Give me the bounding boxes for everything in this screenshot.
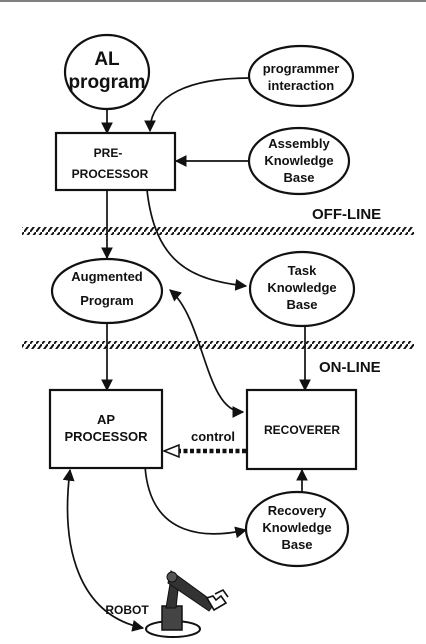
assembly-kb-line1: Assembly (268, 136, 330, 151)
node-recovery-kb: Recovery Knowledge Base (244, 490, 350, 568)
ap-processor-line2: PROCESSOR (64, 429, 148, 444)
robot-label: ROBOT (105, 603, 149, 617)
edge-recoverer-augmented (169, 289, 245, 418)
node-augmented-program: Augmented Program (50, 257, 164, 325)
robot-arm-illustration (145, 570, 229, 638)
node-preprocessor: PRE- PROCESSOR (54, 131, 177, 192)
al-program-line1: AL (94, 49, 120, 70)
recoverer-line1: RECOVERER (264, 423, 340, 437)
edge-ap-robot (62, 468, 145, 632)
recovery-kb-line1: Recovery (268, 503, 327, 518)
preprocessor-line2: PROCESSOR (72, 167, 149, 181)
task-kb-line2: Knowledge (267, 280, 336, 295)
edge-programmer-to-preprocessor (144, 77, 251, 133)
edge-control-arrowhead (161, 443, 180, 459)
node-task-kb: Task Knowledge Base (248, 250, 356, 328)
recovery-kb-line3: Base (281, 537, 312, 552)
augmented-program-line1: Augmented (71, 269, 143, 284)
ap-processor-line1: AP (97, 412, 115, 427)
offline-label: OFF-LINE (312, 206, 381, 223)
node-ap-processor: AP PROCESSOR (48, 388, 164, 470)
node-recoverer: RECOVERER (245, 388, 358, 471)
augmented-program-line2: Program (80, 293, 133, 308)
node-programmer-interaction: programmer interaction (247, 44, 355, 108)
al-program-line2: program (68, 72, 145, 93)
assembly-kb-line3: Base (283, 170, 314, 185)
programmer-interaction-line1: programmer (263, 61, 340, 76)
preprocessor-line1: PRE- (94, 146, 123, 160)
task-kb-line1: Task (288, 263, 317, 278)
task-kb-line3: Base (286, 297, 317, 312)
offline-boundary (22, 227, 414, 235)
node-assembly-kb: Assembly Knowledge Base (247, 126, 351, 196)
recovery-kb-line2: Knowledge (262, 520, 331, 535)
node-al-program: AL program (63, 33, 151, 111)
edge-control-label: control (191, 429, 235, 444)
assembly-kb-line2: Knowledge (264, 153, 333, 168)
programmer-interaction-line2: interaction (268, 78, 335, 93)
online-boundary (22, 341, 414, 349)
online-label: ON-LINE (319, 359, 381, 376)
edge-ap-to-recovery-kb (144, 465, 248, 539)
edge-preprocessor-to-task-kb (146, 189, 248, 291)
